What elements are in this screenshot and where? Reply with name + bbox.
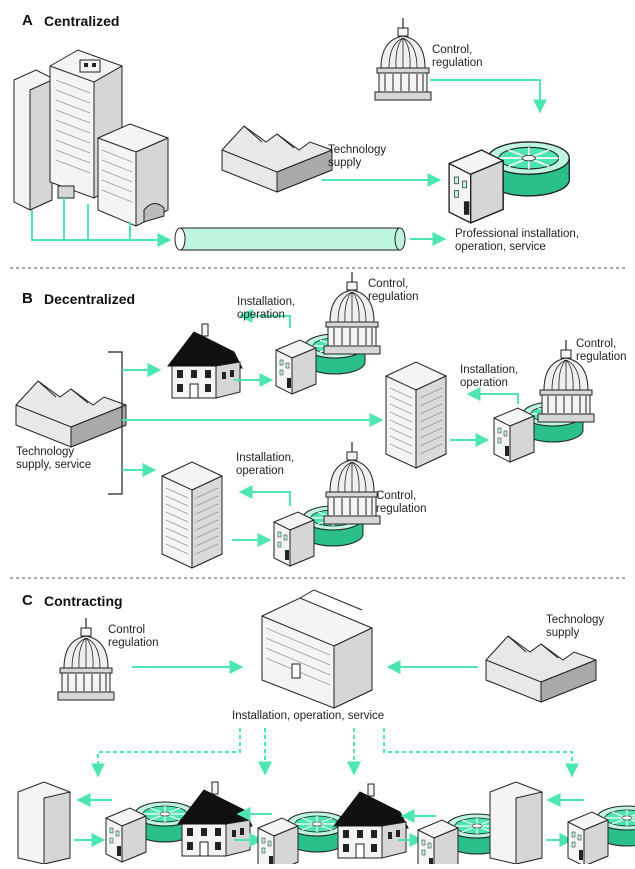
panel-b-control-label-1: Control, regulation [368, 278, 419, 303]
panel-c-title: Contracting [44, 593, 123, 609]
panel-b-control-label-3: Control, regulation [376, 490, 427, 515]
dashed-flows [91, 728, 579, 778]
panel-a-tech-label: Technology supply [328, 144, 387, 169]
small-building-icon [57, 185, 75, 199]
capitol-dome-icon [323, 441, 381, 525]
capitol-dome-icon [57, 617, 115, 701]
capitol-dome-icon [374, 17, 432, 101]
office-tower-icon [97, 123, 169, 227]
factory-icon [15, 380, 127, 448]
treatment-plant-icon [257, 811, 348, 869]
panel-c-letter: C [22, 592, 33, 609]
panel-a-professional-label: Professional installation, operation, se… [455, 228, 580, 253]
panel-a-letter: A [22, 12, 33, 29]
flow-arrow-icon [430, 79, 547, 114]
panel-a-title: Centralized [44, 13, 120, 29]
bracket [108, 351, 123, 495]
flow-arrow-icon [238, 309, 291, 328]
treatment-plant-icon [448, 141, 571, 224]
house-icon [333, 783, 409, 859]
panel-b-title: Decentralized [44, 291, 136, 307]
panel-c [17, 589, 635, 869]
panel-b-install-label-2: Installation, operation [460, 364, 519, 389]
office-tower-icon [489, 781, 543, 865]
treatment-plant-icon [567, 805, 635, 867]
office-tower-icon [161, 461, 223, 569]
factory-icon [221, 125, 333, 193]
office-tower-icon [13, 69, 53, 211]
flow-arrow-icon [466, 387, 519, 404]
office-tower-icon [17, 781, 71, 865]
panel-c-service-label: Installation, operation, service [232, 710, 385, 722]
factory-icon [485, 635, 597, 703]
panel-b [15, 271, 595, 569]
office-tower-icon [385, 361, 447, 469]
contractor-building-icon [261, 589, 373, 709]
panel-b-control-label-2: Control, regulation [576, 338, 627, 363]
panel-b-install-label-3: Installation, operation [236, 452, 295, 477]
house-icon [167, 323, 243, 399]
panel-a [13, 17, 571, 251]
panel-b-tech-label: Technology supply, service [16, 446, 92, 471]
panel-b-letter: B [22, 290, 33, 307]
panel-a-control-label: Control, regulation [432, 44, 483, 69]
pipe-icon [174, 227, 406, 251]
house-icon [177, 781, 253, 857]
panel-c-tech-label: Technology supply [546, 614, 605, 639]
panel-c-control-label: Control regulation [108, 624, 159, 649]
flow-arrow-icon [238, 485, 291, 506]
panel-b-install-label-1: Installation, operation [237, 296, 296, 321]
